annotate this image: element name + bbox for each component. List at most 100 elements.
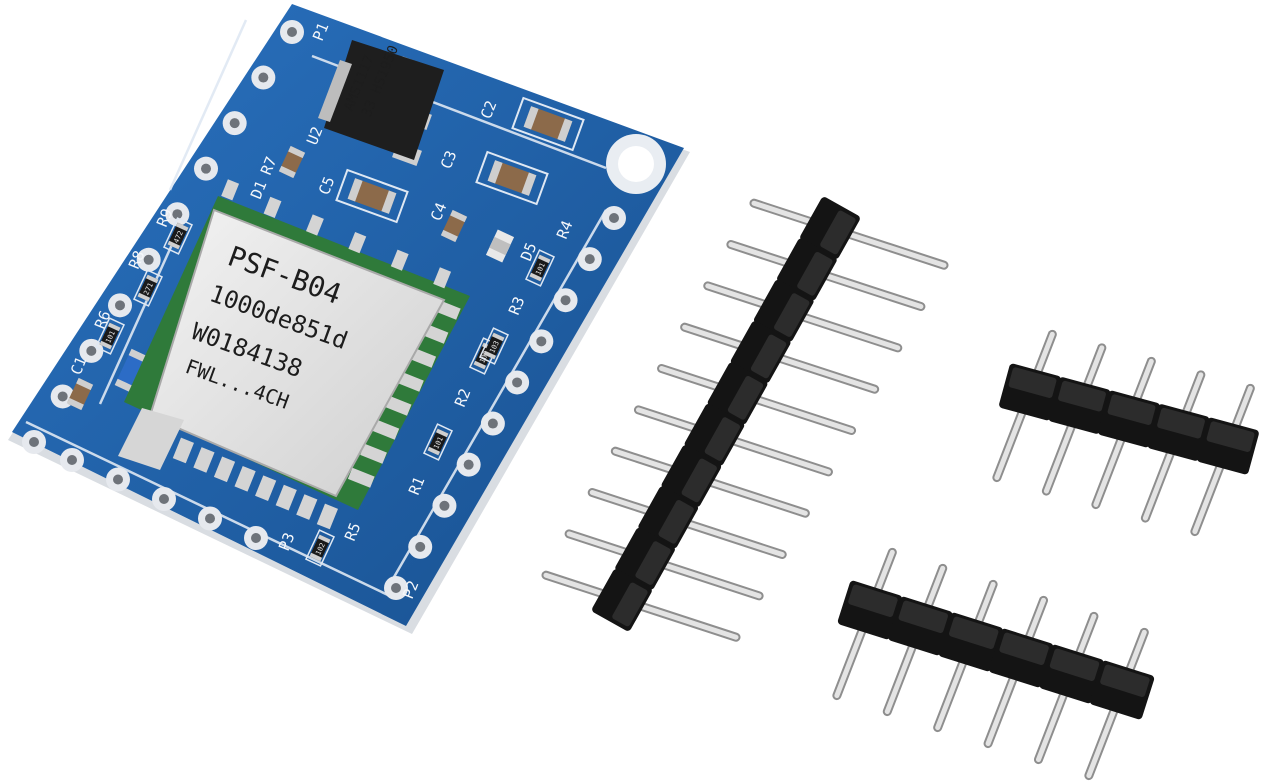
resistor-cap <box>435 428 449 438</box>
pad-bottom-hole <box>67 455 77 465</box>
header-block <box>730 321 791 383</box>
header-block-highlight <box>1107 394 1156 425</box>
pin-pads-right <box>384 206 626 600</box>
resistor-outline <box>304 529 336 567</box>
label-r3: R3 <box>505 294 528 317</box>
header-block-highlight <box>1049 648 1100 681</box>
pad-left-hole <box>287 27 297 37</box>
label-p1: P1 <box>309 20 332 43</box>
resistor-cap <box>491 332 505 342</box>
label-r7: R7 <box>257 154 280 177</box>
pad-left-hole <box>29 437 39 447</box>
pad-right-hole <box>584 254 595 265</box>
label-d5: D5 <box>517 240 540 263</box>
label-r9: R9 <box>153 206 176 229</box>
voltage-regulator: AMS1117 33 HS1950 <box>318 40 444 166</box>
header-block-highlight <box>1157 407 1205 439</box>
mounting-hole-center <box>618 146 654 182</box>
header-block <box>592 569 652 631</box>
label-r5: R5 <box>341 520 364 543</box>
header-block <box>777 238 837 301</box>
castellation-pad <box>372 419 400 440</box>
resistor-cap <box>175 222 189 232</box>
resistor-r1: 101 <box>422 423 454 461</box>
pad-left-hole <box>172 209 183 220</box>
resistor-cap <box>107 322 121 332</box>
resistor-cap <box>473 360 487 370</box>
pad-right-hole <box>391 583 401 593</box>
resistor-outline <box>422 423 454 461</box>
header-block <box>837 580 903 640</box>
label-c4: C4 <box>427 200 450 223</box>
header-block-highlight <box>999 632 1049 665</box>
header-block-highlight <box>750 334 787 379</box>
pad-right-hole <box>415 541 426 552</box>
resistor-cap <box>317 534 331 544</box>
pad-right-hole <box>512 377 523 388</box>
castellation-pad <box>172 437 194 464</box>
header-block-highlight <box>727 375 764 420</box>
pin-header-5 <box>992 329 1259 537</box>
resistor-r5: 102 <box>304 529 336 567</box>
castellation-pad <box>316 503 338 530</box>
resistor-cap <box>145 274 159 284</box>
header-block-highlight <box>612 582 648 627</box>
castellation-pad <box>305 214 324 236</box>
header-block-highlight <box>797 251 833 296</box>
header-block-highlight <box>681 458 717 503</box>
castellation-pad <box>347 467 375 488</box>
resistor-outline <box>478 327 510 365</box>
label-u2: U2 <box>303 124 326 147</box>
header-block-highlight <box>820 210 856 255</box>
header-block <box>888 596 953 656</box>
resistor-outline <box>524 249 556 287</box>
pcb-board: AMS1117 33 HS1950 1011031031011021012714… <box>8 4 690 634</box>
pad-left-hole <box>115 300 125 311</box>
wifi-module: PSF-B04 1000de851d W0184138 FWL...4CH <box>118 179 470 530</box>
header-block-highlight <box>1206 421 1255 452</box>
resistor-r3: 103 <box>478 327 510 365</box>
resistor-cap <box>483 350 497 360</box>
pad-right-hole <box>536 336 547 347</box>
castellation-pad <box>255 475 277 502</box>
label-c2: C2 <box>477 98 500 121</box>
castellation-pad <box>390 249 409 271</box>
pad-right-hole <box>439 500 450 511</box>
header-block <box>1098 390 1160 448</box>
resistor-cap <box>99 340 113 350</box>
castellation-pad <box>397 371 424 392</box>
header-block-highlight <box>1100 664 1150 697</box>
resistor-r6: 101 <box>94 317 126 355</box>
header-block-highlight <box>774 293 810 337</box>
label-p3: P3 <box>275 530 298 553</box>
header-block-highlight <box>635 541 671 585</box>
pad-right-hole <box>463 459 474 470</box>
header-block <box>1089 660 1155 720</box>
header-block <box>938 612 1003 672</box>
label-r1: R1 <box>405 474 428 497</box>
header-block-highlight <box>704 417 741 461</box>
pad-left-hole <box>86 345 97 356</box>
pad-right-hole <box>560 295 571 306</box>
header-block-highlight <box>658 499 694 544</box>
resistor-cap <box>529 272 543 282</box>
header-block <box>989 628 1054 688</box>
header-block <box>1147 404 1210 461</box>
pin-header-6 <box>832 547 1155 781</box>
label-r8: R8 <box>125 248 148 271</box>
header-block-highlight <box>1008 367 1057 398</box>
pad-bottom-hole <box>251 533 261 543</box>
header-block <box>638 486 699 549</box>
label-p2: P2 <box>399 578 422 601</box>
label-c3: C3 <box>437 148 460 171</box>
castellation-pad <box>384 395 412 416</box>
silkscreen-labels: P1 P2 P3 U2 C1 C2 C3 C4 C5 R1 R2 R3 R4 R… <box>67 20 576 601</box>
pad-left-hole <box>143 254 154 265</box>
pin-header-10 <box>541 197 949 642</box>
castellation-pad <box>234 465 256 492</box>
header-block <box>753 279 814 342</box>
pad-left-hole <box>57 391 68 402</box>
label-r4: R4 <box>553 218 576 241</box>
